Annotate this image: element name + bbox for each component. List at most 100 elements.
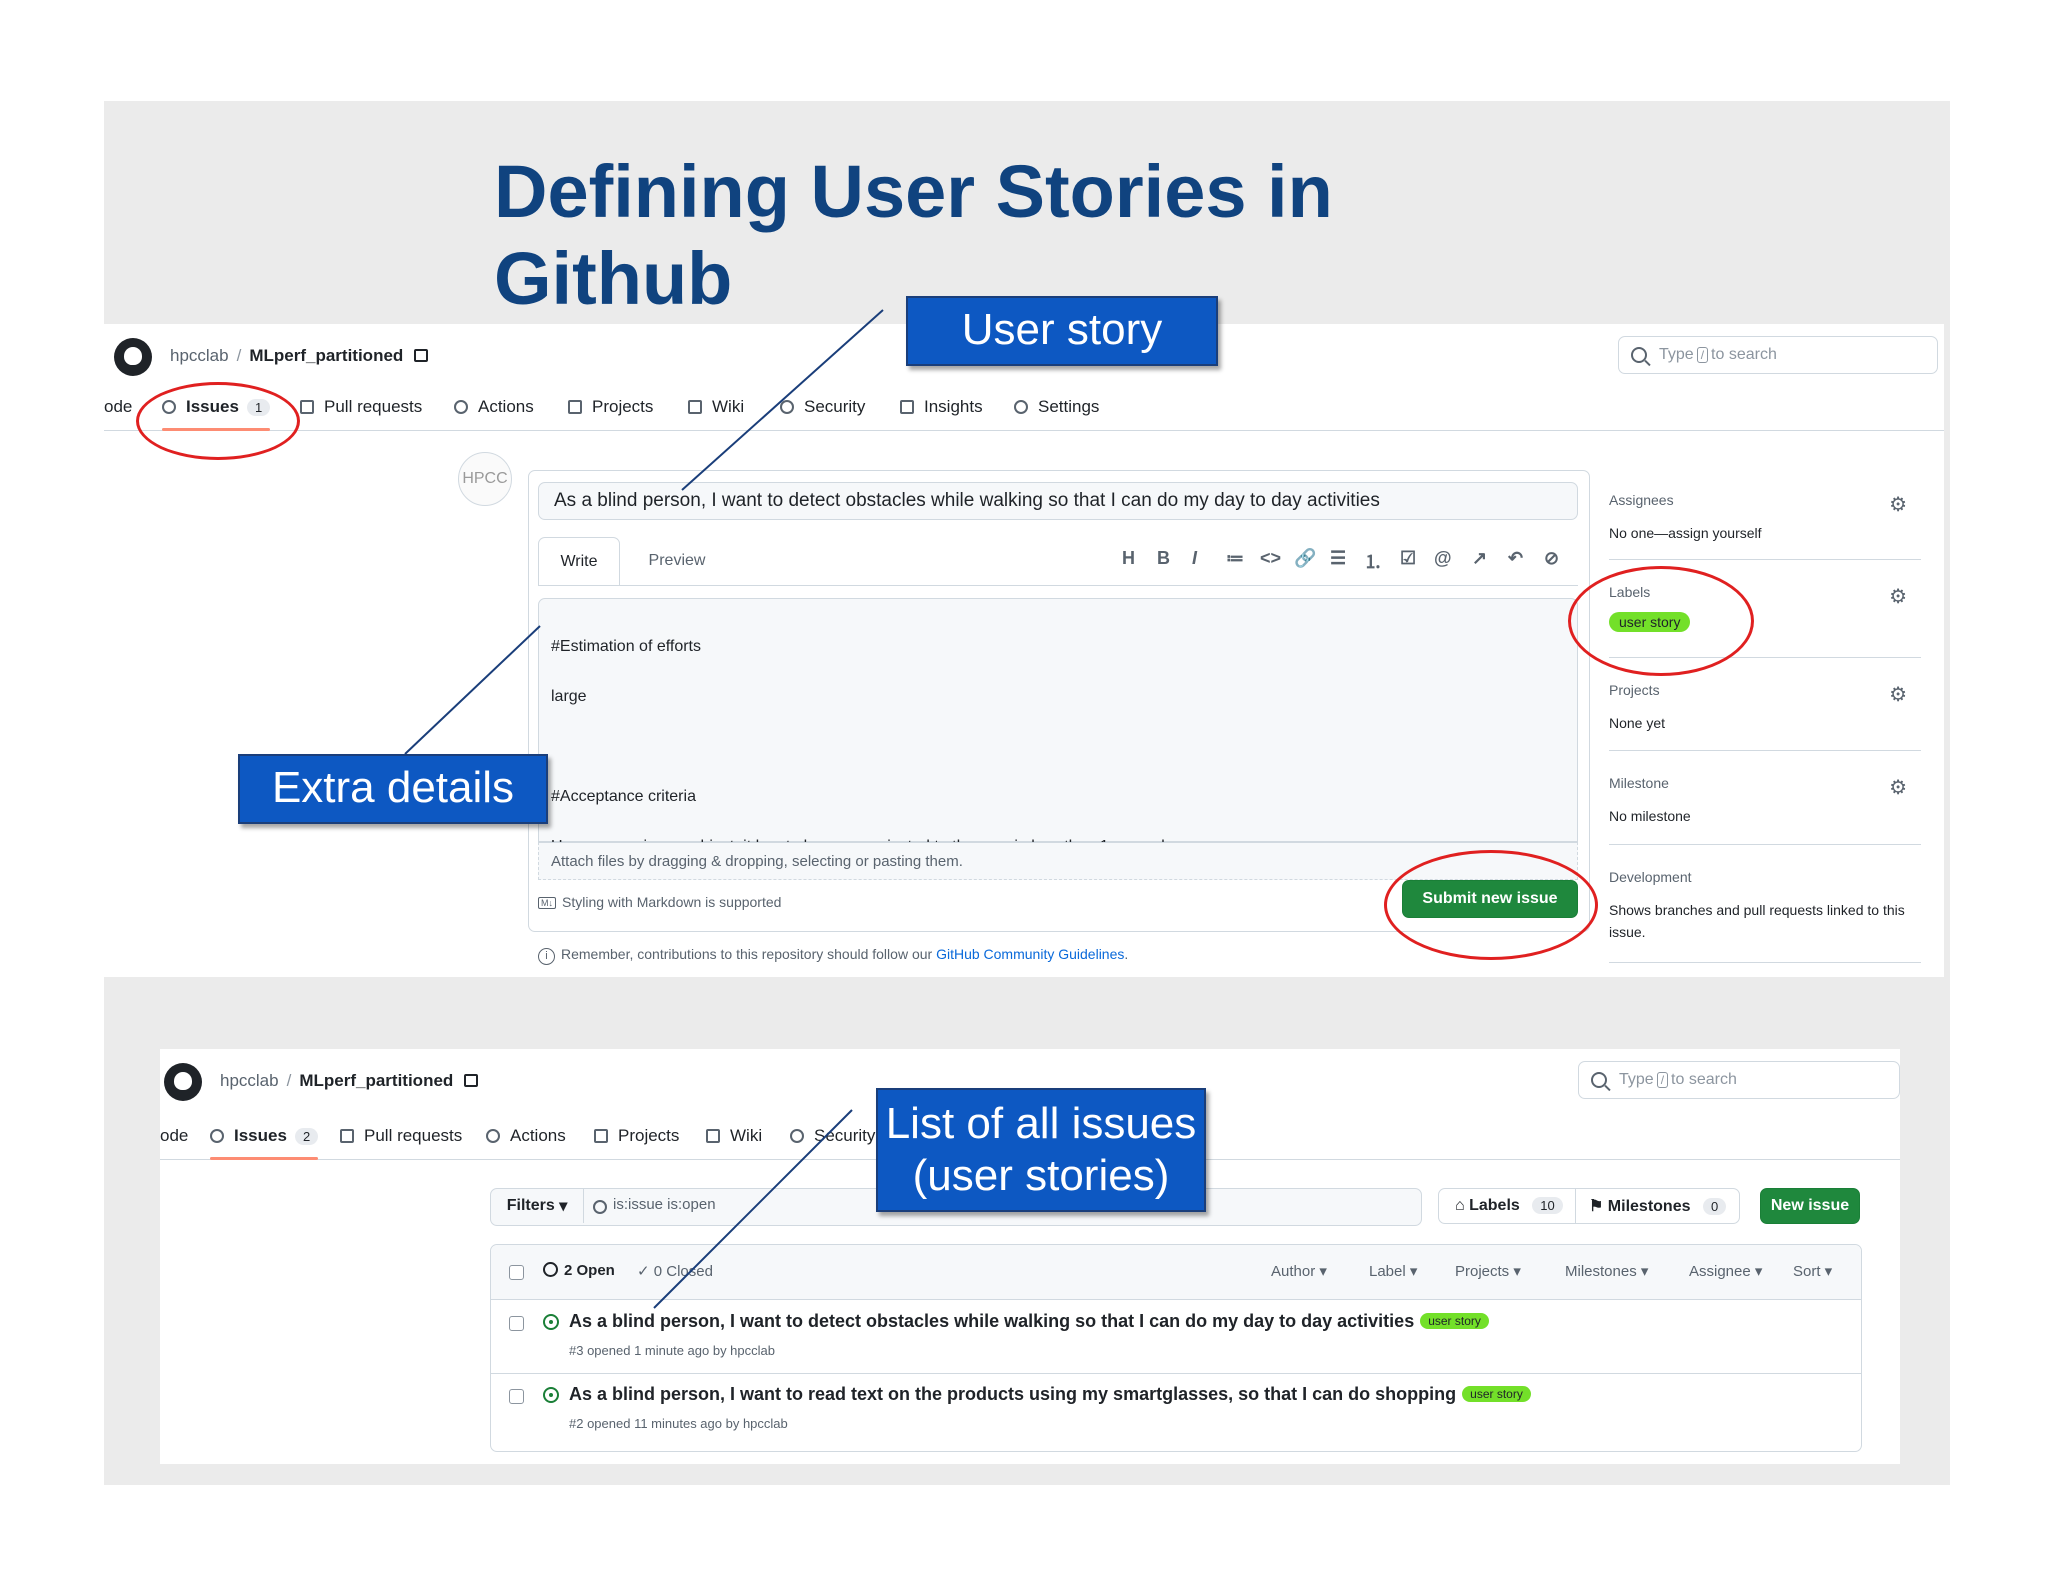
bold-icon[interactable]: B <box>1157 548 1170 568</box>
open-issue-icon <box>543 1387 559 1403</box>
tab-issues-label: Issues <box>234 1126 287 1145</box>
repo-owner-link[interactable]: hpcclab <box>220 1071 279 1090</box>
markdown-note-text[interactable]: Styling with Markdown is supported <box>562 894 782 910</box>
tab-issues[interactable]: Issues 2 <box>210 1113 319 1160</box>
issue-title[interactable]: As a blind person, I want to detect obst… <box>569 1311 1489 1332</box>
pull-request-icon <box>340 1129 354 1143</box>
undo-icon[interactable]: ↶ <box>1508 548 1524 568</box>
milestones-button[interactable]: ⚑ Milestones 0 <box>1589 1196 1727 1216</box>
unordered-list-icon[interactable]: ☰ <box>1330 548 1347 568</box>
task-list-icon[interactable]: ☑ <box>1400 548 1417 568</box>
tab-security[interactable]: Security <box>780 384 865 430</box>
tab-actions[interactable]: Actions <box>454 384 534 430</box>
issue-row[interactable]: As a blind person, I want to read text o… <box>491 1374 1861 1446</box>
assignees-value[interactable]: No one—assign yourself <box>1609 525 1762 541</box>
gear-icon[interactable]: ⚙ <box>1889 586 1907 608</box>
tab-wiki[interactable]: Wiki <box>688 384 744 430</box>
play-icon <box>486 1129 500 1143</box>
sidebar-milestone: Milestone No milestone ⚙ <box>1609 775 1921 827</box>
tab-actions[interactable]: Actions <box>486 1113 566 1159</box>
issue-title-text[interactable]: As a blind person, I want to detect obst… <box>569 1311 1415 1331</box>
sidebar-projects: Projects None yet ⚙ <box>1609 682 1921 734</box>
issue-body-textarea[interactable]: #Estimation of efforts large #Acceptance… <box>538 598 1578 855</box>
issue-title-text[interactable]: As a blind person, I want to read text o… <box>569 1384 1457 1404</box>
table-icon <box>568 400 582 414</box>
assignee-filter-label: Assignee <box>1689 1263 1751 1280</box>
issues-query[interactable]: is:issue is:open <box>613 1196 716 1213</box>
issue-title-input[interactable]: As a blind person, I want to detect obst… <box>538 482 1578 520</box>
tab-preview[interactable]: Preview <box>648 552 706 569</box>
highlight-ring-labels <box>1568 566 1754 676</box>
github-logo-icon[interactable] <box>164 1063 202 1101</box>
tab-projects[interactable]: Projects <box>568 384 653 430</box>
open-issues-filter[interactable]: 2 Open <box>543 1262 615 1279</box>
search-input[interactable]: Type / to search <box>1578 1061 1900 1099</box>
search-input[interactable]: Type / to search <box>1618 336 1938 374</box>
label-filter[interactable]: Label ▾ <box>1369 1263 1418 1280</box>
shield-icon <box>790 1129 804 1143</box>
select-all-checkbox[interactable] <box>509 1265 524 1280</box>
open-issue-icon <box>543 1314 559 1330</box>
milestones-filter[interactable]: Milestones ▾ <box>1565 1263 1649 1280</box>
label-user-story[interactable]: user story <box>1420 1313 1489 1329</box>
label-user-story[interactable]: user story <box>1462 1386 1531 1402</box>
projects-filter[interactable]: Projects ▾ <box>1455 1263 1521 1280</box>
milestones-button-label: Milestones <box>1607 1198 1691 1215</box>
search-icon <box>1591 1072 1607 1088</box>
repo-name-link[interactable]: MLperf_partitioned <box>249 346 404 365</box>
github-logo-icon[interactable] <box>114 338 152 376</box>
projects-heading[interactable]: Projects <box>1609 682 1660 698</box>
sort-filter[interactable]: Sort ▾ <box>1793 1263 1833 1280</box>
assignee-filter[interactable]: Assignee ▾ <box>1689 1263 1763 1280</box>
markdown-note: M↓Styling with Markdown is supported <box>538 894 781 910</box>
reference-icon[interactable]: ↗ <box>1472 548 1488 568</box>
assignees-heading[interactable]: Assignees <box>1609 492 1674 508</box>
issue-title[interactable]: As a blind person, I want to read text o… <box>569 1384 1531 1405</box>
issue-meta: #3 opened 1 minute ago by hpcclab <box>569 1343 775 1358</box>
table-icon <box>594 1129 608 1143</box>
tab-code[interactable]: ode <box>104 384 132 430</box>
tab-insights[interactable]: Insights <box>900 384 983 430</box>
tab-settings[interactable]: Settings <box>1014 384 1099 430</box>
labels-button[interactable]: ⌂ Labels 10 <box>1455 1197 1563 1215</box>
link-icon[interactable]: 🔗 <box>1294 548 1317 568</box>
milestone-heading[interactable]: Milestone <box>1609 775 1669 791</box>
mention-icon[interactable]: @ <box>1434 548 1452 568</box>
italic-icon[interactable]: I <box>1192 548 1198 568</box>
new-issue-button[interactable]: New issue <box>1760 1188 1860 1224</box>
issue-checkbox[interactable] <box>509 1389 524 1404</box>
tab-write[interactable]: Write <box>538 537 620 586</box>
tab-pull-requests[interactable]: Pull requests <box>340 1113 462 1159</box>
tab-code[interactable]: ode <box>160 1113 188 1159</box>
closed-issues-filter[interactable]: ✓ 0 Closed <box>637 1262 713 1280</box>
play-icon <box>454 400 468 414</box>
issue-checkbox[interactable] <box>509 1316 524 1331</box>
gear-icon[interactable]: ⚙ <box>1889 494 1907 516</box>
guidelines-link[interactable]: GitHub Community Guidelines <box>936 946 1125 962</box>
issue-icon <box>543 1262 558 1277</box>
gear-icon[interactable]: ⚙ <box>1889 684 1907 706</box>
tab-settings-label: Settings <box>1038 397 1100 416</box>
ordered-list-icon[interactable]: ⒈ <box>1364 552 1382 572</box>
tab-actions-label: Actions <box>478 397 534 416</box>
labels-milestones-group: ⌂ Labels 10 ⚑ Milestones 0 <box>1438 1188 1740 1224</box>
search-shortcut-key: / <box>1656 1072 1669 1088</box>
tab-wiki[interactable]: Wiki <box>706 1113 762 1159</box>
author-filter[interactable]: Author ▾ <box>1271 1263 1327 1280</box>
tab-pull-requests[interactable]: Pull requests <box>300 384 422 430</box>
search-placeholder-rest: to search <box>1671 1071 1737 1088</box>
sidebar-assignees: Assignees No one—assign yourself ⚙ <box>1609 492 1921 544</box>
tab-projects[interactable]: Projects <box>594 1113 679 1159</box>
filters-dropdown[interactable]: Filters ▾ <box>491 1189 584 1223</box>
fullscreen-icon[interactable]: ⊘ <box>1544 548 1560 568</box>
quote-icon[interactable]: ≔ <box>1226 548 1244 568</box>
issue-row[interactable]: As a blind person, I want to detect obst… <box>491 1301 1861 1374</box>
issue-meta: #2 opened 11 minutes ago by hpcclab <box>569 1416 788 1431</box>
gear-icon[interactable]: ⚙ <box>1889 777 1907 799</box>
repo-name-link[interactable]: MLperf_partitioned <box>299 1071 454 1090</box>
heading-icon[interactable]: H <box>1122 548 1135 568</box>
code-icon[interactable]: <> <box>1260 548 1282 568</box>
body-line: large <box>551 688 587 705</box>
tab-security[interactable]: Security <box>790 1113 875 1159</box>
repo-owner-link[interactable]: hpcclab <box>170 346 229 365</box>
